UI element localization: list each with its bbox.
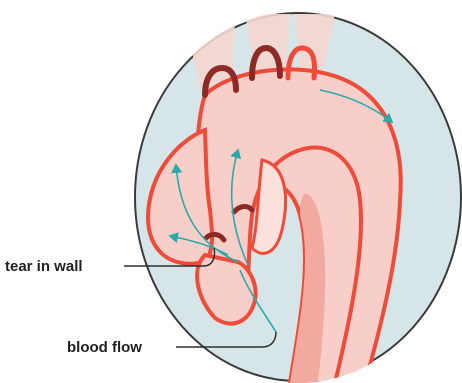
tear-label: tear in wall xyxy=(5,258,83,275)
flow-label: blood flow xyxy=(67,339,142,356)
